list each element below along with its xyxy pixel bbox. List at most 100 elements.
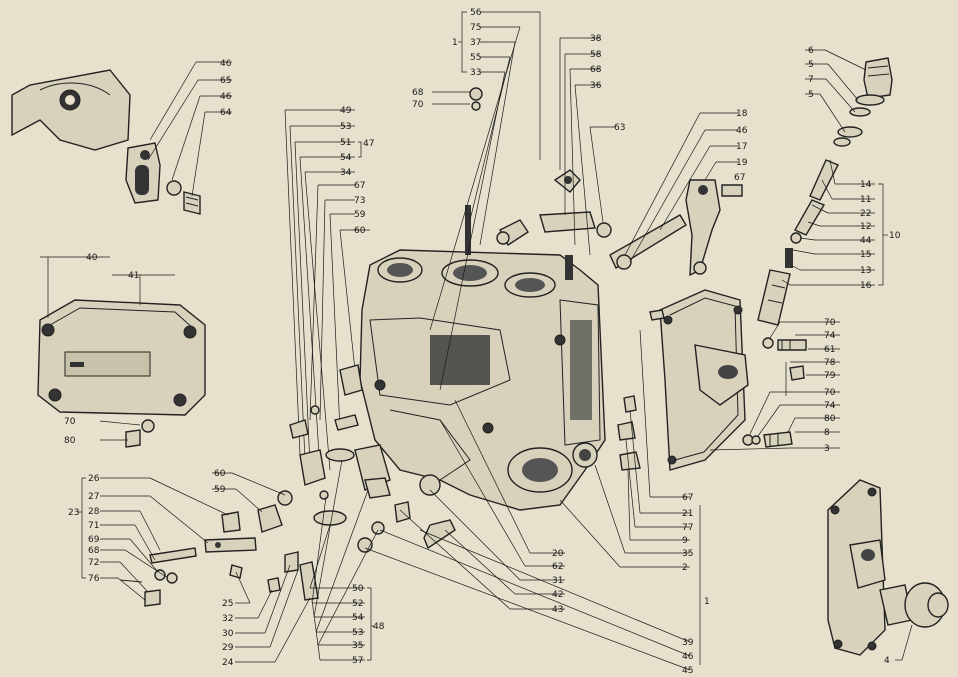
callout-67-right: 67 <box>682 493 693 503</box>
callout-46-bottom: 46 <box>682 652 694 662</box>
callout-16: 16 <box>860 281 872 291</box>
carburetor-body <box>359 249 606 511</box>
throttle-lever-assembly <box>609 179 743 277</box>
callout-37: 37 <box>470 38 481 48</box>
choke-bracket-assembly <box>119 504 319 607</box>
callout-49: 49 <box>340 106 352 116</box>
callout-41: 41 <box>128 271 139 281</box>
left-top-leaders <box>284 109 370 471</box>
callout-6: 6 <box>808 46 814 56</box>
callout-11: 11 <box>860 195 871 205</box>
callout-54-low: 54 <box>352 613 364 623</box>
inset-lever-detail <box>11 69 201 215</box>
right-column-leaders <box>781 159 888 286</box>
linkage-small-parts <box>277 364 456 553</box>
right-center-parts <box>617 395 641 471</box>
callout-57: 57 <box>352 656 363 666</box>
inset-leaders <box>147 61 232 197</box>
callout-74-r2: 74 <box>824 401 836 411</box>
callout-80-r: 80 <box>824 414 836 424</box>
callout-12: 12 <box>860 222 871 232</box>
callout-68-bracket: 68 <box>88 546 100 556</box>
accelerator-pump-stack <box>757 57 893 326</box>
callout-70-r1: 70 <box>824 318 836 328</box>
callout-76: 76 <box>88 574 100 584</box>
callout-55: 55 <box>470 53 481 63</box>
callout-33: 33 <box>470 68 481 78</box>
callout-4: 4 <box>884 656 890 666</box>
callout-21: 21 <box>682 509 693 519</box>
callout-14: 14 <box>860 180 872 190</box>
callout-79: 79 <box>824 371 836 381</box>
callout-53-top: 53 <box>340 122 351 132</box>
callout-65: 65 <box>220 76 231 86</box>
callout-28: 28 <box>88 507 100 517</box>
lower-left-leaders <box>235 564 311 663</box>
callout-35-right: 35 <box>682 549 693 559</box>
callout-43: 43 <box>552 605 563 615</box>
callout-35-low: 35 <box>352 641 363 651</box>
callout-group-1: 1 <box>452 38 458 48</box>
callout-25: 25 <box>222 599 233 609</box>
bottom-right-leaders <box>364 529 691 671</box>
right-low-parts <box>742 337 807 448</box>
callout-group-48: 48 <box>373 622 385 632</box>
callout-29: 29 <box>222 643 234 653</box>
callout-group-23: 23 <box>68 508 79 518</box>
callout-78: 78 <box>824 358 836 368</box>
callout-67-left: 67 <box>354 181 365 191</box>
callout-30: 30 <box>222 629 234 639</box>
callout-27: 27 <box>88 492 99 502</box>
callout-20: 20 <box>552 549 564 559</box>
lower-center-leaders <box>309 459 379 661</box>
callout-40: 40 <box>86 253 98 263</box>
callout-38: 38 <box>590 34 602 44</box>
callout-46-lever: 46 <box>736 126 748 136</box>
callout-19: 19 <box>736 158 748 168</box>
callout-2: 2 <box>682 563 688 573</box>
callout-5-a: 5 <box>808 60 814 70</box>
callout-50: 50 <box>352 584 364 594</box>
right-low-leaders <box>709 321 840 451</box>
callout-63: 63 <box>614 123 625 133</box>
callout-9: 9 <box>682 536 688 546</box>
callout-18: 18 <box>736 109 748 119</box>
callout-77: 77 <box>682 523 693 533</box>
callout-45: 45 <box>682 666 693 676</box>
left-bottom-leaders <box>78 477 229 601</box>
callout-56: 56 <box>470 8 482 18</box>
callout-24: 24 <box>222 658 234 668</box>
callout-5-b: 5 <box>808 90 814 100</box>
callout-70-top: 70 <box>412 100 424 110</box>
callout-70-r2: 70 <box>824 388 836 398</box>
callout-53-low: 53 <box>352 628 363 638</box>
right-center-leaders <box>559 329 701 665</box>
callout-46-b: 46 <box>220 92 232 102</box>
callout-group-10: 10 <box>889 231 901 241</box>
callout-51: 51 <box>340 138 351 148</box>
top-group-leaders <box>429 11 541 391</box>
callout-60-mid: 60 <box>214 469 226 479</box>
callout-68-b: 68 <box>590 65 602 75</box>
callout-8: 8 <box>824 428 830 438</box>
callout-67-lever: 67 <box>734 173 745 183</box>
callout-36: 36 <box>590 81 602 91</box>
top-studs <box>465 87 612 280</box>
callout-71: 71 <box>88 521 99 531</box>
callout-39: 39 <box>682 638 694 648</box>
callout-group-47: 47 <box>363 139 374 149</box>
callout-75: 75 <box>470 23 481 33</box>
callout-22: 22 <box>860 209 871 219</box>
callout-60-top: 60 <box>354 226 366 236</box>
callout-59-top: 59 <box>354 210 366 220</box>
callout-32: 32 <box>222 614 233 624</box>
callout-59-mid: 59 <box>214 485 226 495</box>
callout-7: 7 <box>808 75 814 85</box>
callout-group-1-b: 1 <box>704 597 710 607</box>
callout-46-a: 46 <box>220 59 232 69</box>
callout-13: 13 <box>860 266 871 276</box>
callout-17: 17 <box>736 142 747 152</box>
top-right-leaders <box>559 37 615 256</box>
callout-54-top: 54 <box>340 153 352 163</box>
